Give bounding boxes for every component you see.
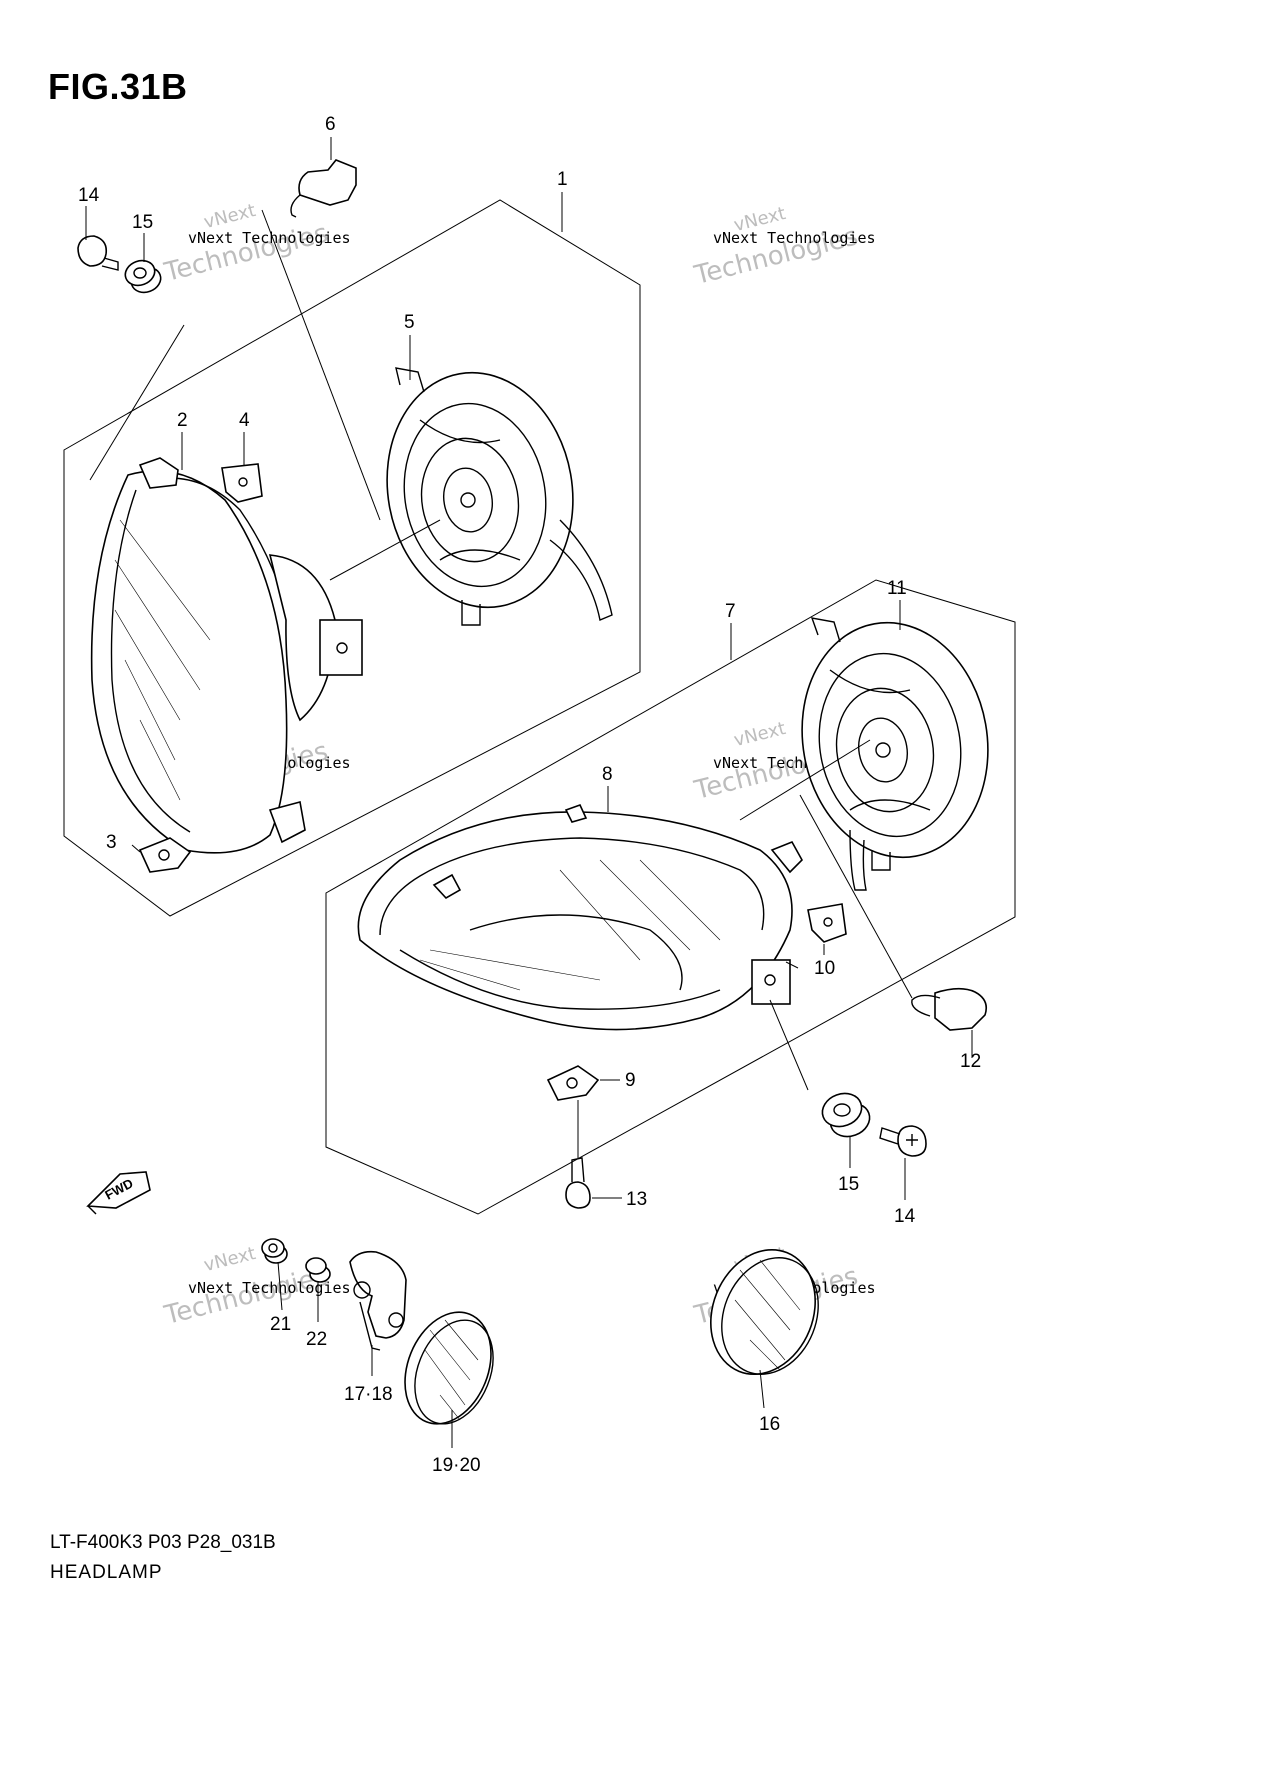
callout-22: 22 <box>306 1329 327 1350</box>
callout-16: 16 <box>759 1414 780 1435</box>
grommet-part-15-upper <box>124 259 162 294</box>
callout-8: 8 <box>602 764 613 785</box>
fwd-direction-arrow: FWD <box>86 1171 151 1215</box>
bulb-part-12 <box>911 987 988 1031</box>
model-code: LT-F400K3 P03 P28_031B <box>50 1532 276 1553</box>
callout-14-lower: 14 <box>894 1206 916 1227</box>
leader-lines-upper <box>85 137 563 853</box>
screw-part-14-upper <box>77 235 119 271</box>
watermark-text: vNext <box>202 1243 258 1276</box>
watermark-text: vNext Technologies <box>188 229 351 247</box>
callout-11: 11 <box>887 578 907 599</box>
callout-15-lower: 15 <box>838 1174 859 1195</box>
nut-clip-part-9 <box>546 1065 600 1101</box>
leader-21 <box>277 1261 283 1311</box>
callout-7: 7 <box>725 601 736 622</box>
grommet-part-15-lower <box>821 1092 871 1138</box>
clip-part-10 <box>807 903 847 943</box>
callout-17-18: 17·18 <box>344 1384 393 1405</box>
callout-5: 5 <box>404 312 415 333</box>
assembly-frame-lower <box>325 579 1016 1215</box>
callout-13: 13 <box>626 1189 647 1210</box>
figure-title: FIG.31B <box>48 66 188 107</box>
clip-part-4 <box>221 463 263 503</box>
callout-12: 12 <box>960 1051 981 1072</box>
watermark-text: vNext Technologies <box>713 229 876 247</box>
leader-lines-lower <box>577 600 973 1200</box>
callout-14-upper: 14 <box>78 185 100 206</box>
reflector-part-16 <box>710 1248 819 1376</box>
collar-part-22 <box>305 1257 331 1283</box>
headlamp-housing-upper <box>90 457 363 854</box>
callout-2: 2 <box>177 410 188 431</box>
reflector-part-19-20 <box>404 1311 494 1425</box>
diagram-caption: HEADLAMP <box>50 1562 163 1583</box>
headlamp-housing-lower <box>357 804 803 1031</box>
callout-1: 1 <box>557 169 568 190</box>
bracket-part-17-18 <box>349 1250 407 1351</box>
nut-clip-part-3 <box>138 837 192 873</box>
assembly-frame-upper <box>63 199 641 917</box>
callout-15-upper: 15 <box>132 212 153 233</box>
watermark-text: vNext Technologies <box>188 1279 351 1297</box>
leader-16 <box>759 1369 765 1409</box>
callout-6: 6 <box>325 114 336 135</box>
watermark-text: vNext <box>732 718 788 751</box>
callout-10: 10 <box>814 958 835 979</box>
nut-part-21 <box>261 1238 288 1264</box>
bulb-part-6 <box>290 159 357 218</box>
screw-part-13 <box>565 1157 591 1209</box>
callout-19-20: 19·20 <box>432 1455 481 1476</box>
callout-21: 21 <box>270 1314 291 1335</box>
bulb-socket-part-11 <box>801 617 989 891</box>
screw-part-14-lower <box>879 1125 927 1157</box>
callout-3: 3 <box>106 832 117 853</box>
bulb-socket-part-5 <box>386 367 613 626</box>
callout-9: 9 <box>625 1070 636 1091</box>
callout-4: 4 <box>239 410 250 431</box>
callout-labels: 1 2 3 4 5 6 7 8 9 10 11 12 13 14 14 15 1… <box>78 114 981 1476</box>
